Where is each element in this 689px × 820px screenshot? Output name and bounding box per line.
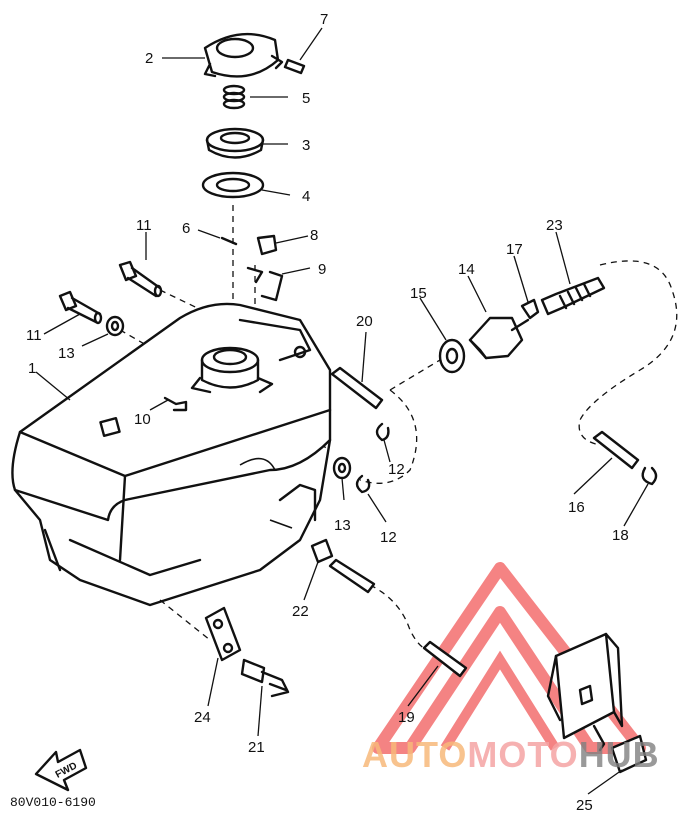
clip-part-9 — [246, 266, 284, 302]
clip-part-17 — [520, 298, 540, 320]
filler-neck — [190, 318, 312, 394]
callout-5: 5 — [302, 90, 310, 107]
washer-part-13-lower — [332, 456, 352, 480]
callout-16: 16 — [568, 499, 585, 516]
watermark-text-moto: MOTO — [467, 734, 578, 775]
watermark-text-hub: HUB — [579, 734, 660, 775]
clip-part-8 — [256, 234, 278, 256]
spring-part-5 — [222, 84, 246, 110]
callout-12b: 12 — [380, 529, 397, 546]
callout-9: 9 — [318, 261, 326, 278]
hose-part-19 — [422, 640, 468, 678]
callout-19: 19 — [398, 709, 415, 726]
filler-cap — [203, 32, 284, 78]
callout-10: 10 — [134, 411, 151, 428]
hose-part-19-upper — [328, 558, 376, 594]
watermark-inner-peak-icon — [440, 650, 560, 751]
gasket-part-4 — [201, 171, 265, 199]
pin-part-7 — [283, 58, 306, 75]
fuel-cock-part-14 — [468, 316, 530, 360]
clip-part-18 — [641, 466, 658, 486]
gasket-holder-part-3 — [205, 127, 265, 159]
callout-6: 6 — [182, 220, 190, 237]
bolt-part-21 — [240, 658, 290, 698]
callout-15: 15 — [410, 285, 427, 302]
clip-part-10 — [163, 396, 188, 412]
drawing-code: 80V010-6190 — [10, 795, 96, 810]
clip-part-12-upper — [375, 422, 390, 442]
bolt-part-11-lower — [58, 290, 103, 325]
callout-12a: 12 — [388, 461, 405, 478]
callout-22: 22 — [292, 603, 309, 620]
callout-18: 18 — [612, 527, 629, 544]
bolt-part-11-upper — [118, 260, 163, 298]
callout-1: 1 — [28, 360, 36, 377]
hose-part-20 — [330, 366, 384, 410]
callout-13b: 13 — [334, 517, 351, 534]
callout-25: 25 — [576, 797, 593, 814]
callout-21: 21 — [248, 739, 265, 756]
washer-part-15 — [438, 338, 466, 374]
bracket-part-24 — [204, 606, 242, 662]
callout-24: 24 — [194, 709, 211, 726]
callout-2: 2 — [145, 50, 153, 67]
fitting-part-23 — [540, 276, 606, 316]
leader-lines — [35, 27, 649, 795]
callout-17: 17 — [506, 241, 523, 258]
callout-20: 20 — [356, 313, 373, 330]
callout-11a: 11 — [136, 217, 152, 234]
callout-23: 23 — [546, 217, 563, 234]
bracket-part-25 — [546, 632, 648, 774]
callout-3: 3 — [302, 137, 310, 154]
callout-14: 14 — [458, 261, 475, 278]
watermark-text: AUTOMOTOHUB — [362, 734, 660, 775]
watermark-text-auto: AUTO — [362, 734, 467, 775]
clip-part-22 — [310, 538, 334, 564]
callout-4: 4 — [302, 188, 310, 205]
washer-part-13-upper — [105, 315, 125, 337]
clip-part-12-lower — [355, 474, 371, 494]
callout-13a: 13 — [58, 345, 75, 362]
callout-7: 7 — [320, 11, 328, 28]
pin-part-6 — [220, 236, 238, 246]
hose-part-16 — [592, 430, 640, 470]
forward-arrow-icon: FWD — [34, 748, 88, 792]
callout-8: 8 — [310, 227, 318, 244]
callout-labels: 2 7 5 3 4 6 8 9 11 11 13 1 10 20 15 14 1… — [26, 11, 629, 814]
callout-11b: 11 — [26, 327, 42, 344]
